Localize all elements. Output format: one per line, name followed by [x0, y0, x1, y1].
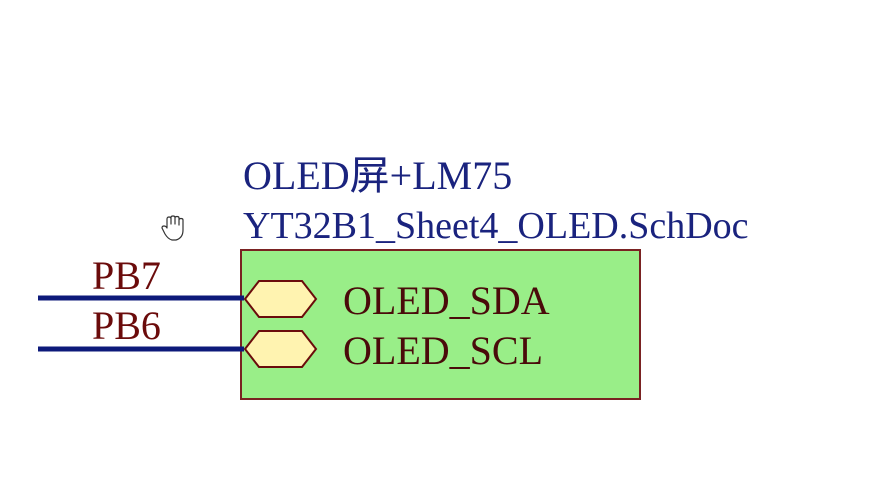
port-label-scl: OLED_SCL: [343, 328, 543, 373]
hand-cursor-icon: [161, 215, 184, 241]
sheet-symbol-body[interactable]: [240, 249, 641, 400]
port-label-sda: OLED_SDA: [343, 278, 550, 323]
sheet-entry-scl[interactable]: [243, 330, 318, 368]
sheet-designator: OLED屏+LM75: [243, 153, 512, 198]
sheet-entry-sda[interactable]: [243, 280, 318, 318]
sheet-file-name: YT32B1_Sheet4_OLED.SchDoc: [243, 205, 749, 247]
net-label-pb7: PB7: [92, 253, 161, 298]
net-label-pb6: PB6: [92, 303, 161, 348]
